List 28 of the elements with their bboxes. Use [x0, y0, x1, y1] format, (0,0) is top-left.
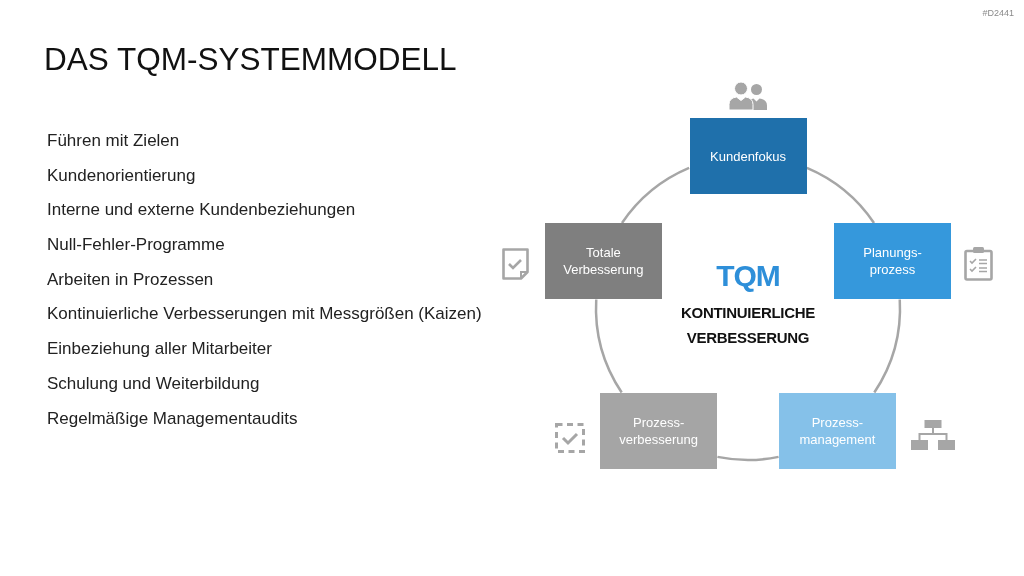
list-item: Kundenorientierung	[47, 164, 196, 187]
stage-box	[544, 223, 662, 299]
list-item: Interne und externe Kundenbeziehungen	[47, 199, 356, 222]
list-item: Führen mit Zielen	[47, 130, 180, 152]
slide-code: #D2441	[982, 8, 1014, 19]
list-item: Einbeziehung aller Mitarbeiter	[47, 338, 272, 361]
cycle-arc	[595, 299, 623, 394]
stage-label: Prozess- verbesserung	[618, 413, 700, 448]
cycle-arc	[621, 166, 690, 224]
list-item: Null-Fehler-Programme	[47, 234, 225, 257]
stage-label: Totale Verbesserung	[562, 244, 645, 278]
list-item: Schulung und Weiterbildung	[47, 372, 260, 395]
list-item: Arbeiten in Prozessen	[47, 268, 214, 291]
stage-box	[778, 392, 896, 469]
cycle-arc	[873, 299, 901, 394]
list-item: Regelmäßige Managementaudits	[47, 407, 298, 430]
stage-box	[600, 392, 718, 469]
center-heading: TQM	[716, 258, 780, 294]
stage-box	[834, 223, 952, 299]
list-item: Kontinuierliche Verbesserungen mit Messgrößen (Kaizen)	[47, 303, 482, 326]
cycle-arc	[717, 455, 779, 462]
slide-title: DAS TQM-SYSTEMMODELL	[44, 40, 457, 78]
stage-label: Prozess- management	[798, 413, 877, 448]
center-subheading: KONTINUIERLICHE VERBESSERUNG	[680, 303, 816, 348]
stage-box	[689, 118, 807, 194]
cycle-arc	[806, 166, 875, 224]
stage-label: Planungs- prozess	[862, 244, 923, 278]
stage-label: Kundenfokus	[710, 147, 786, 165]
